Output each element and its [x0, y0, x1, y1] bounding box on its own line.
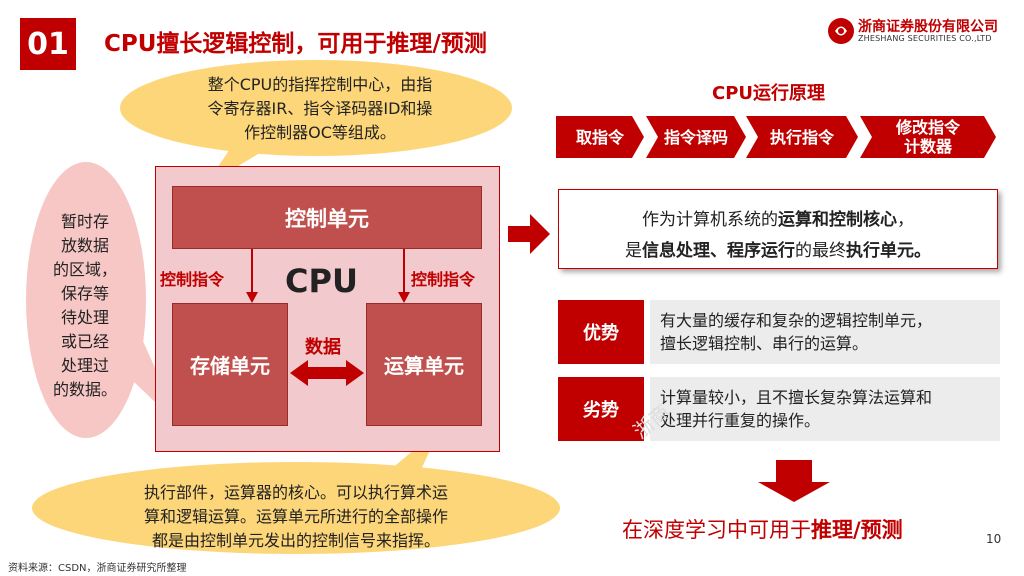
disadvantage-tag: 劣势	[558, 377, 644, 441]
left-bubble-line: 放数据	[60, 236, 109, 255]
step-label: 指令译码	[663, 127, 728, 147]
cpu-label: CPU	[285, 262, 358, 300]
data-double-arrow	[290, 360, 364, 386]
top-bubble-line: 令寄存器IR、指令译码器ID和操	[207, 99, 433, 118]
advantage-description: 有大量的缓存和复杂的逻辑控制单元， 擅长逻辑控制、串行的运算。	[650, 300, 1000, 364]
control-arrow-left-head	[246, 292, 258, 303]
source-note: 资料来源：CSDN，浙商证券研究所整理	[8, 563, 187, 574]
bottom-speech-bubble	[32, 462, 560, 554]
core-description-line1: 作为计算机系统的运算和控制核心，	[560, 205, 996, 230]
logo-name-en: ZHESHANG SECURITIES CO.,LTD	[858, 34, 992, 43]
emphasis: 信息处理、程序运行	[642, 241, 795, 261]
bottom-bubble-line: 执行部件，运算器的核心。可以执行算术运	[143, 483, 448, 502]
step-decode-instruction: 指令译码	[646, 116, 746, 158]
advantage-line: 擅长逻辑控制、串行的运算。	[660, 334, 869, 353]
left-bubble-line: 处理过	[60, 356, 109, 375]
text: 的最终	[795, 241, 846, 261]
advantage-line: 有大量的缓存和复杂的逻辑控制单元，	[660, 311, 933, 330]
emphasis: 推理/预测	[811, 518, 903, 542]
core-description-line2: 是信息处理、程序运行的最终执行单元。	[560, 236, 996, 261]
control-signal-label-left: 控制指令	[160, 270, 225, 289]
page-title: CPU擅长逻辑控制，可用于推理/预测	[104, 31, 487, 57]
down-arrow	[758, 460, 830, 502]
alu-unit-box: 运算单元	[366, 303, 482, 426]
conclusion-text: 在深度学习中可用于推理/预测	[622, 514, 903, 544]
zheshang-logo-icon	[828, 18, 854, 44]
left-bubble-line: 或已经	[60, 332, 109, 351]
step-update-counter: 修改指令 计数器	[860, 116, 996, 158]
emphasis: 执行单元。	[846, 241, 931, 261]
left-bubble-text: 暂时存 放数据 的区域， 保存等 待处理 或已经 处理过 的数据。	[42, 210, 128, 402]
control-signal-label-right: 控制指令	[411, 270, 476, 289]
bottom-bubble-line: 都是由控制单元发出的控制信号来指挥。	[151, 531, 440, 550]
step-execute-instruction: 执行指令	[746, 116, 858, 158]
disadvantage-line: 计算量较小，且不擅长复杂算法运算和	[660, 388, 933, 407]
control-unit-box: 控制单元	[172, 186, 482, 249]
top-bubble-line: 作控制器OC等组成。	[244, 123, 396, 142]
text: 作为计算机系统的	[642, 210, 778, 230]
step-label: 取指令	[575, 127, 624, 147]
step-label-line: 修改指令	[895, 118, 960, 137]
principle-title: CPU运行原理	[712, 83, 826, 104]
step-arrow-shape	[746, 116, 858, 158]
core-description-box	[558, 189, 998, 269]
step-arrow-shape	[646, 116, 746, 158]
left-bubble-line: 暂时存	[60, 212, 109, 231]
logo-name-cn: 浙商证券股份有限公司	[858, 19, 998, 35]
left-bubble-line: 保存等	[60, 284, 109, 303]
pointer-right-arrow	[508, 214, 550, 254]
bottom-bubble-line: 算和逻辑运算。运算单元所进行的全部操作	[143, 507, 448, 526]
step-fetch-instruction: 取指令	[556, 116, 644, 158]
emphasis: 运算和控制核心	[778, 210, 897, 230]
top-speech-bubble	[120, 60, 512, 156]
disadvantage-description: 计算量较小，且不擅长复杂算法运算和 处理并行重复的操作。	[650, 377, 1000, 441]
step-arrow-shape	[860, 116, 996, 158]
advantage-tag: 优势	[558, 300, 644, 364]
step-label: 执行指令	[769, 127, 834, 147]
left-bubble-line: 的区域，	[52, 260, 117, 279]
text: 是	[625, 241, 642, 261]
step-label-line: 计数器	[903, 137, 952, 156]
left-bubble-line: 待处理	[60, 308, 109, 327]
top-bubble-line: 整个CPU的指挥控制中心，由指	[207, 75, 433, 94]
left-speech-bubble	[26, 162, 146, 438]
disadvantage-line: 处理并行重复的操作。	[660, 411, 821, 430]
page-number: 10	[986, 532, 1002, 546]
top-bubble-text: 整个CPU的指挥控制中心，由指 令寄存器IR、指令译码器ID和操 作控制器OC等…	[170, 73, 470, 145]
section-number-badge: 01	[20, 18, 76, 70]
step-label: 修改指令 计数器	[896, 118, 960, 156]
storage-unit-box: 存储单元	[172, 303, 288, 426]
step-arrow-shape	[556, 116, 644, 158]
company-logo: 浙商证券股份有限公司 ZHESHANG SECURITIES CO.,LTD	[826, 16, 1006, 48]
text: 在深度学习中可用于	[622, 518, 811, 542]
control-arrow-right-head	[398, 292, 410, 303]
text: ，	[897, 210, 914, 230]
bottom-bubble-text: 执行部件，运算器的核心。可以执行算术运 算和逻辑运算。运算单元所进行的全部操作 …	[96, 481, 496, 553]
data-label: 数据	[305, 337, 341, 358]
left-bubble-line: 的数据。	[52, 380, 117, 399]
